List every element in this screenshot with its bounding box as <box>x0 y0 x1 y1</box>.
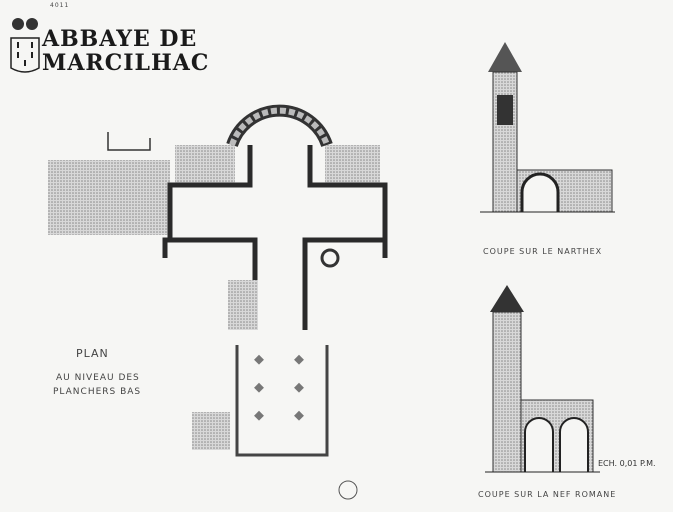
section-nave-label: COUPE SUR LA NEF ROMANE <box>478 490 617 499</box>
sheet-mark: 4011 <box>50 2 70 9</box>
plan-title: PLAN <box>76 347 109 360</box>
floor-plan <box>48 104 388 500</box>
plan-subtitle-1: AU NIVEAU DES <box>56 373 140 383</box>
section-narthex-drawing <box>480 42 615 213</box>
title-line-2: MARCILHAC <box>42 50 210 76</box>
section-nave-drawing <box>485 285 600 473</box>
coat-of-arms <box>10 18 40 73</box>
plan-subtitle-2: PLANCHERS BAS <box>53 387 142 397</box>
scale-label: ECH. 0,01 P.M. <box>598 459 656 468</box>
title-line-1: ABBAYE DE <box>42 26 198 52</box>
section-narthex-label: COUPE SUR LE NARTHEX <box>483 247 603 256</box>
